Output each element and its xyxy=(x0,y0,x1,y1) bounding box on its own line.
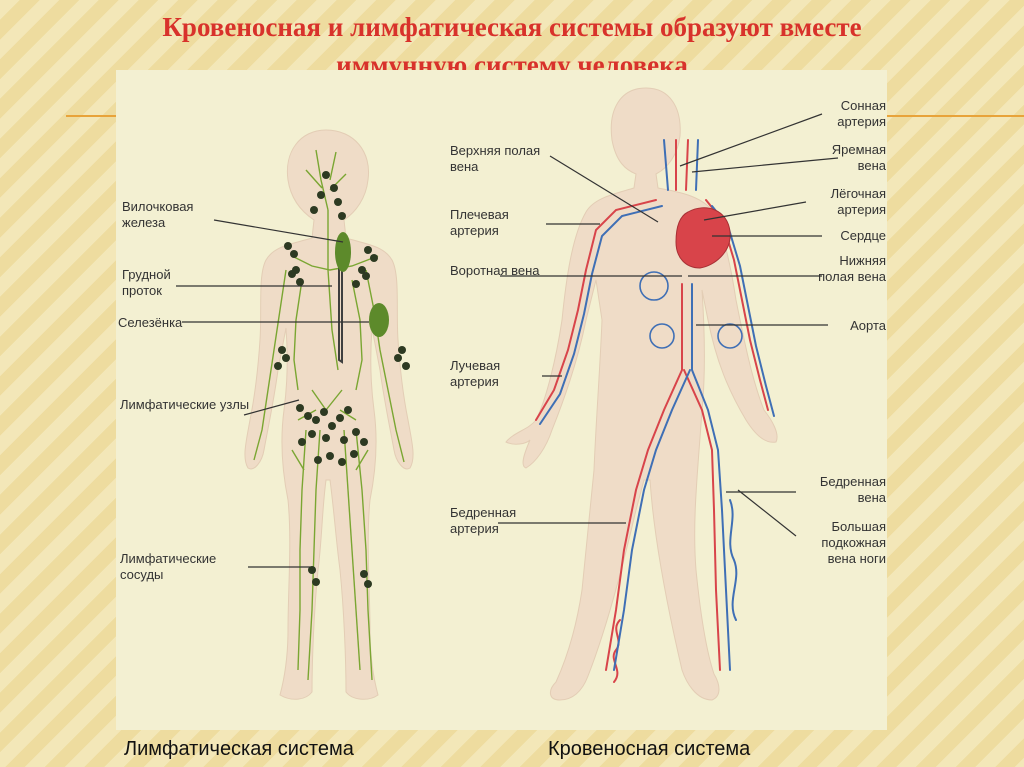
label-brachial-artery: Плечевая артерия xyxy=(450,207,509,238)
label-lymph-nodes: Лимфатические узлы xyxy=(120,397,250,412)
label-great-saphenous-vein: Большая подкожная вена ноги xyxy=(821,519,886,566)
lymph-node xyxy=(398,346,406,354)
lymph-node xyxy=(402,362,410,370)
lymph-node xyxy=(278,346,286,354)
veins-lines xyxy=(539,139,775,671)
lymph-node xyxy=(274,362,282,370)
title-line-1: Кровеносная и лимфатическая системы обра… xyxy=(162,12,862,42)
lymph-node xyxy=(338,458,346,466)
lymph-node xyxy=(364,580,372,588)
lymph-node xyxy=(296,404,304,412)
lymph-node xyxy=(362,272,370,280)
lymph-node xyxy=(358,266,366,274)
label-pulmonary-artery: Лёгочная артерия xyxy=(830,186,886,217)
lymph-vessels-lines xyxy=(253,149,405,681)
label-aorta: Аорта xyxy=(850,318,886,333)
lymph-node xyxy=(370,254,378,262)
label-femoral-artery: Бедренная артерия xyxy=(450,505,517,536)
lymph-node xyxy=(360,438,368,446)
heart-organ xyxy=(675,207,731,269)
slide-title: Кровеносная и лимфатическая системы обра… xyxy=(0,8,1024,84)
lymph-node xyxy=(322,171,330,179)
lymph-nodes-group xyxy=(274,171,410,588)
label-portal-vein: Воротная вена xyxy=(450,263,540,278)
anatomy-illustration: Вилочковая железа Грудной проток Селезён… xyxy=(116,70,887,730)
label-thymus: Вилочковая железа xyxy=(122,199,194,230)
caption-lymphatic-system: Лимфатическая система xyxy=(124,738,354,760)
lymph-node xyxy=(290,250,298,258)
anatomy-svg xyxy=(176,87,839,701)
lymph-node xyxy=(360,570,368,578)
lymph-node xyxy=(336,414,344,422)
lymph-node xyxy=(320,408,328,416)
lymph-node xyxy=(350,450,358,458)
thymus-organ xyxy=(335,232,351,272)
lymph-node xyxy=(330,184,338,192)
label-superior-vena-cava: Верхняя полая вена xyxy=(450,143,541,174)
lymph-node xyxy=(364,246,372,254)
lymph-node xyxy=(314,456,322,464)
lymph-body-silhouette xyxy=(244,129,414,700)
lymph-node xyxy=(284,242,292,250)
lymph-node xyxy=(338,212,346,220)
lymphatic-figure xyxy=(244,129,414,700)
spleen-organ xyxy=(369,303,389,337)
label-inferior-vena-cava: Нижняя полая вена xyxy=(818,253,886,284)
lymph-node xyxy=(296,278,304,286)
lymph-node xyxy=(282,354,290,362)
lymph-node xyxy=(312,578,320,586)
title-rule-left xyxy=(66,115,126,117)
lymph-node xyxy=(344,406,352,414)
label-lymph-vessels: Лимфатические сосуды xyxy=(120,551,217,582)
lymph-node xyxy=(304,412,312,420)
lymph-node xyxy=(326,452,334,460)
lymph-node xyxy=(312,416,320,424)
label-jugular-vein: Яремная вена xyxy=(831,142,886,173)
lymph-node xyxy=(334,198,342,206)
label-heart: Сердце xyxy=(840,228,886,243)
label-leader-lines xyxy=(176,113,839,568)
lymph-node xyxy=(308,430,316,438)
label-thoracic-duct: Грудной проток xyxy=(122,267,171,298)
title-rule-right xyxy=(887,115,1024,117)
lymph-node xyxy=(340,436,348,444)
label-carotid-artery: Сонная артерия xyxy=(837,98,886,129)
circ-body-silhouette xyxy=(505,87,778,701)
label-femoral-vein: Бедренная вена xyxy=(819,474,886,505)
lymph-node xyxy=(352,280,360,288)
label-radial-artery: Лучевая артерия xyxy=(450,358,501,389)
label-spleen: Селезёнка xyxy=(118,315,183,330)
lymph-node xyxy=(288,270,296,278)
lymph-node xyxy=(328,422,336,430)
lymph-node xyxy=(352,428,360,436)
lymph-node xyxy=(322,434,330,442)
lymph-node xyxy=(308,566,316,574)
caption-circulatory-system: Кровеносная система xyxy=(548,738,751,760)
lymph-node xyxy=(317,191,325,199)
lymph-node xyxy=(394,354,402,362)
circulatory-figure xyxy=(505,87,778,701)
thoracic-duct xyxy=(338,245,343,364)
lymph-node xyxy=(298,438,306,446)
lymph-node xyxy=(310,206,318,214)
